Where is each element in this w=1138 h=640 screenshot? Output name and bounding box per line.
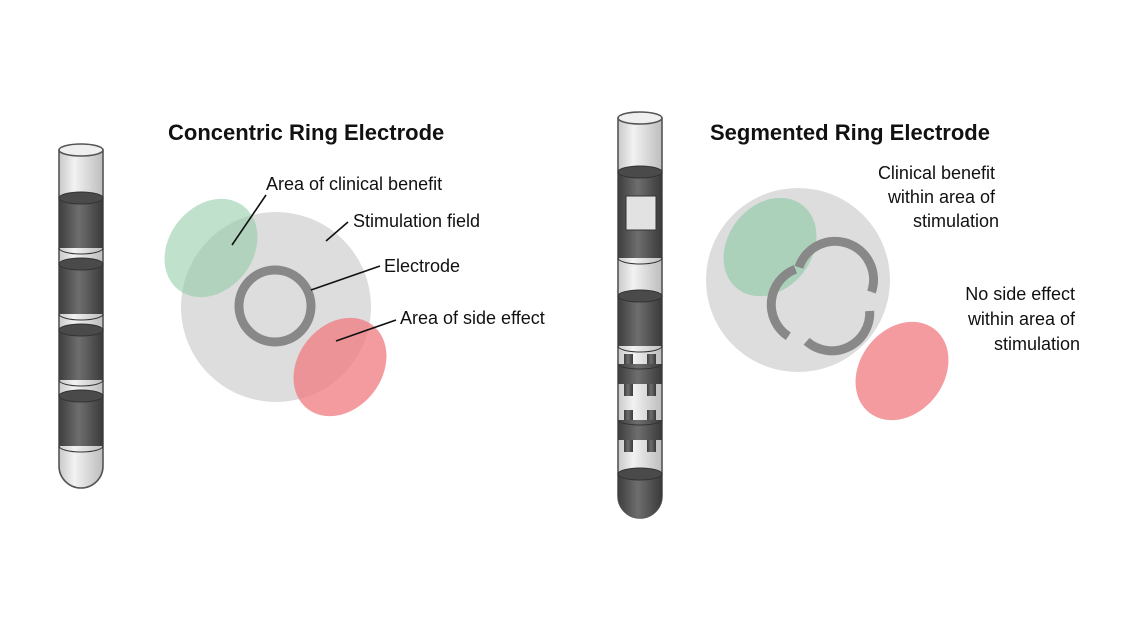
stimulation-field-label: Stimulation field — [353, 211, 480, 231]
concentric-field-diagram — [164, 194, 397, 417]
stimulation-field-leader — [325, 221, 349, 242]
ring-contact — [58, 191, 104, 255]
segmented-contact-row — [617, 410, 663, 452]
no-side-effect-note-line: stimulation — [994, 334, 1080, 354]
no-side-effect-note: No side effect within area of stimulatio… — [965, 284, 1080, 354]
ring-contact — [58, 257, 104, 321]
segmented-lead — [617, 111, 663, 519]
ring-electrode — [234, 265, 316, 347]
clinical-benefit-note-line: within area of — [887, 187, 996, 207]
side-effect-label: Area of side effect — [400, 308, 545, 328]
segmented-field-diagram — [706, 188, 949, 421]
side-effect-area — [855, 321, 949, 421]
segmented-title: Segmented Ring Electrode — [710, 120, 990, 145]
segmented-electrode — [766, 236, 878, 356]
electrode-leader — [310, 265, 381, 291]
ring-contact — [617, 289, 663, 353]
electrode-label: Electrode — [384, 256, 460, 276]
concentric-lead — [58, 143, 104, 489]
no-side-effect-note-line: No side effect — [965, 284, 1075, 304]
clinical-benefit-area — [164, 198, 258, 298]
concentric-title: Concentric Ring Electrode — [168, 120, 444, 145]
segmented-contact-group — [617, 165, 663, 265]
clinical-benefit-note: Clinical benefit within area of stimulat… — [878, 163, 999, 231]
lead-tip-contact — [617, 467, 663, 518]
clinical-benefit-note-line: Clinical benefit — [878, 163, 995, 183]
side-effect-area — [293, 317, 387, 417]
no-side-effect-note-line: within area of — [967, 309, 1076, 329]
ring-contact — [58, 389, 104, 453]
clinical-benefit-note-line: stimulation — [913, 211, 999, 231]
side-effect-leader — [335, 319, 397, 342]
lead-top-cap — [58, 143, 104, 157]
lead-top-cap — [617, 111, 663, 125]
segmented-contact-row — [617, 354, 663, 396]
clinical-benefit-leader — [231, 194, 267, 246]
ring-contact — [58, 323, 104, 387]
clinical-benefit-label: Area of clinical benefit — [266, 174, 442, 194]
